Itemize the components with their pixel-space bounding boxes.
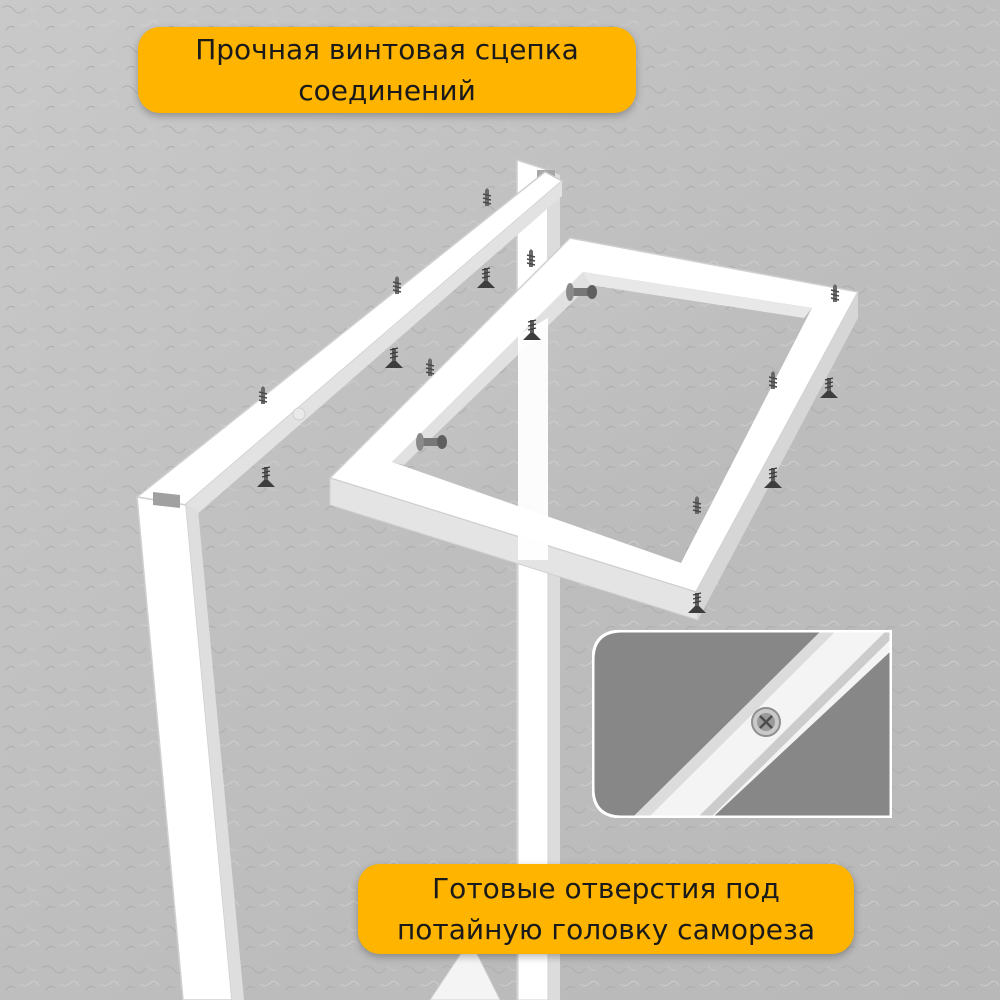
top-caption-line2: соединений	[298, 74, 476, 107]
front-leg	[136, 492, 244, 1000]
bottom-caption-line1: Готовые отверстия под	[432, 872, 780, 905]
bottom-caption: Готовые отверстия под потайную головку с…	[358, 864, 854, 954]
bottom-caption-line2: потайную головку самореза	[396, 913, 816, 946]
screw-closeup-inset	[592, 630, 892, 818]
shelf-frame	[328, 237, 860, 621]
screws	[256, 187, 840, 614]
top-caption-line1: Прочная винтовая сцепка	[195, 33, 579, 66]
top-caption: Прочная винтовая сцепка соединений	[138, 27, 636, 113]
